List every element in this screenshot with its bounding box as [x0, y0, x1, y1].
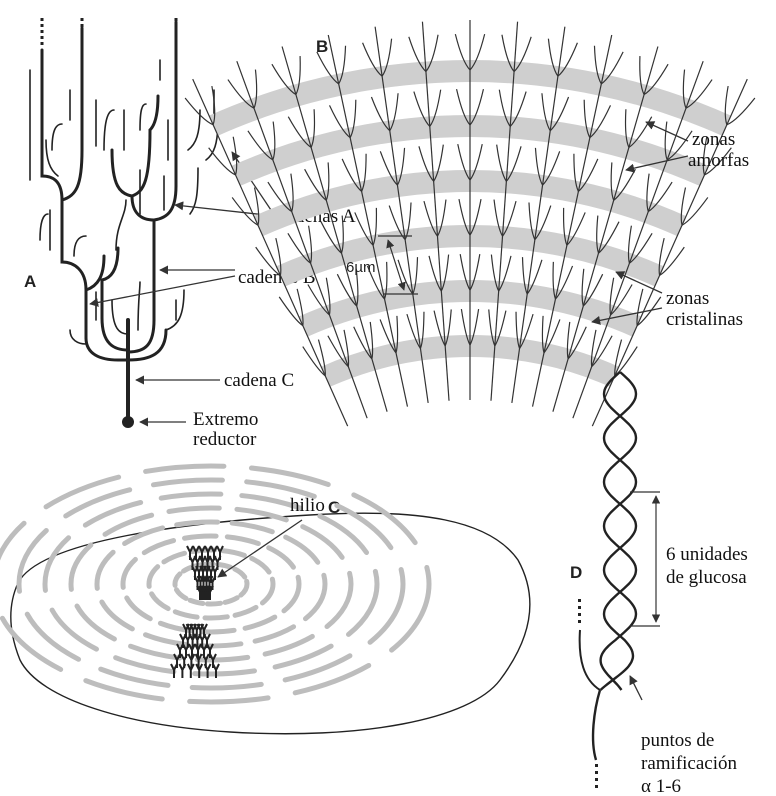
chain-continuation-dot	[81, 36, 84, 39]
label-puntos-1: puntos de	[641, 730, 714, 751]
cadena-a-segment	[138, 282, 140, 330]
label-extremo: Extremo	[193, 409, 258, 430]
chain-continuation-dot	[81, 18, 84, 21]
panel-b: B 6µm zonas amorfas zonas cristalinas	[185, 20, 755, 426]
cadena-a-segment	[70, 330, 86, 344]
double-helix	[578, 372, 636, 788]
cadena-a-segment	[52, 124, 62, 150]
arrow-cadenas-b-2	[90, 276, 235, 304]
cadena-a-segment	[112, 300, 128, 334]
cadena-a-segment	[140, 104, 146, 130]
label-zonas-1: zonas	[692, 129, 735, 150]
growth-ring	[97, 522, 325, 646]
label-puntos-3: α 1-6	[641, 776, 681, 796]
branch-chain	[682, 197, 708, 225]
chain-continuation-dot	[175, 24, 178, 27]
growth-ring	[71, 508, 351, 660]
helix-strand-1	[601, 372, 637, 690]
branch-chain	[279, 297, 303, 326]
label-unidades-1: 6 unidades	[666, 544, 748, 565]
helix-continuation-dot	[578, 606, 581, 609]
helix-continuation-dot	[595, 764, 598, 767]
helix-continuation-dot	[578, 613, 581, 616]
chain-continuation-dot	[81, 24, 84, 27]
label-unidades-2: de glucosa	[666, 567, 747, 588]
panel-d-letter: D	[570, 563, 582, 582]
panel-d: D 6 unidades de glucosa puntos de ramifi…	[570, 372, 748, 796]
chain-continuation-dot	[41, 30, 44, 33]
label-puntos-2: ramificación	[641, 753, 738, 774]
chain-continuation-dot	[41, 18, 44, 21]
panel-a-letter: A	[24, 272, 36, 291]
branch-chain	[727, 98, 755, 125]
arrow-puntos-ramificacion	[630, 676, 642, 700]
label-reductor: reductor	[193, 429, 257, 450]
chain-continuation-dot	[81, 42, 84, 45]
cadena-a-segment	[104, 110, 114, 150]
cadena-a-segment	[188, 110, 200, 150]
scale-label: 6µm	[346, 259, 375, 276]
cadena-a-segment	[166, 290, 184, 330]
helix-continuation-dot	[595, 785, 598, 788]
chain-continuation-dot	[175, 42, 178, 45]
cluster-mark	[179, 664, 185, 678]
chain-continuation-dot	[81, 30, 84, 33]
cadena-b-segment	[132, 196, 154, 220]
chain-continuation-dot	[175, 36, 178, 39]
hilum-dot	[209, 579, 213, 583]
cadena-b-segment	[128, 320, 154, 352]
helix-continuation-dot	[595, 778, 598, 781]
label-amorfas: amorfas	[688, 150, 749, 171]
label-cristalinas: cristalinas	[666, 309, 743, 330]
branch-chain-d	[580, 630, 600, 690]
chain-continuation-dot	[175, 30, 178, 33]
chain-continuation-dot	[41, 42, 44, 45]
label-zonas-2: zonas	[666, 288, 709, 309]
chain-continuation-dot	[175, 18, 178, 21]
cadena-b-segment	[132, 130, 150, 196]
branch-chain	[660, 247, 685, 275]
label-hilio: hilio	[290, 495, 325, 516]
helix-continuation-dot	[595, 771, 598, 774]
cadena-a-segment	[74, 236, 86, 256]
helix-tail	[593, 690, 600, 760]
helix-continuation-dot	[578, 599, 581, 602]
amylopectin-cluster-diagram	[30, 18, 218, 420]
cadena-a-segment	[116, 200, 126, 250]
panel-c: C hilio	[0, 466, 530, 734]
chain-continuation-dot	[41, 36, 44, 39]
label-cadena-c: cadena C	[224, 370, 294, 391]
helix-continuation-dot	[578, 620, 581, 623]
cadena-a-segment	[40, 214, 48, 240]
cadena-b-segment	[150, 96, 158, 130]
cadena-b-segment	[62, 150, 82, 200]
cadena-b-segment	[154, 186, 176, 220]
cadena-b-segment	[112, 150, 132, 196]
reducing-end-dot	[122, 416, 134, 428]
chain-continuation-dot	[41, 24, 44, 27]
